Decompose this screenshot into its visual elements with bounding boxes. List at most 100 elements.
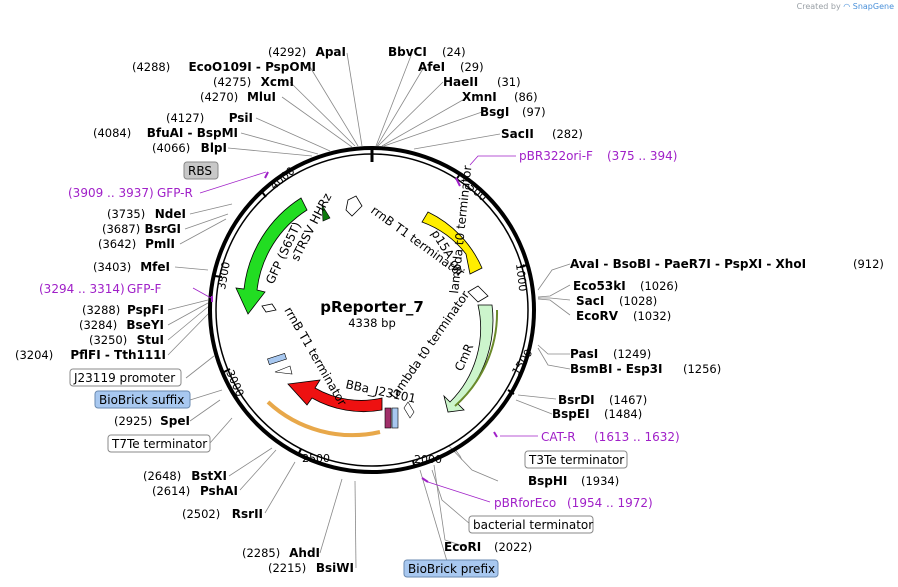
enzyme-name[interactable]: ApaI (316, 45, 346, 59)
enzyme-name[interactable]: BsmBI - Esp3I (570, 362, 662, 376)
enzyme-pos: (2215) (268, 561, 306, 575)
enzyme-pos: (1028) (619, 294, 657, 308)
enzyme-pos: (3403) (93, 260, 131, 274)
enzyme-name[interactable]: BspHI (528, 474, 567, 488)
enzyme-name[interactable]: AfeI (418, 60, 445, 74)
rbs-box[interactable] (183, 161, 219, 180)
enzyme-pos: (4066) (152, 141, 190, 155)
enzyme-pos: (1249) (613, 347, 651, 361)
enzyme-pos: (29) (460, 60, 484, 74)
enzyme-name[interactable]: BsgI (480, 105, 509, 119)
enzyme-name[interactable]: EcoRV (576, 309, 619, 323)
t7te-box[interactable] (107, 434, 211, 453)
enzyme-name[interactable]: BsrGI (144, 222, 181, 236)
enzyme-name[interactable]: PspFI (127, 303, 164, 317)
primer-name[interactable]: GFP-R (157, 186, 193, 200)
leader-lines (167, 52, 571, 569)
t3te-icon (403, 401, 415, 419)
enzyme-pos: (2925) (114, 414, 152, 428)
primer-name[interactable]: pBR322ori-F (519, 149, 593, 163)
primer-name[interactable]: CAT-R (541, 430, 576, 444)
enzyme-pos: (4270) (200, 90, 238, 104)
enzyme-name[interactable]: PasI (570, 347, 598, 361)
enzyme-name[interactable]: BspEI (552, 407, 590, 421)
enzyme-name[interactable]: HaeII (443, 75, 478, 89)
enzyme-pos: (97) (522, 105, 546, 119)
enzyme-name[interactable]: BsiWI (316, 561, 354, 575)
primer-name[interactable]: pBRforEco (494, 496, 556, 510)
enzyme-name[interactable]: PshAI (200, 484, 238, 498)
biobrick-suffix-box[interactable] (94, 390, 191, 409)
plasmid-size: 4338 bp (348, 316, 396, 330)
enzyme-name[interactable]: XmnI (462, 90, 497, 104)
enzyme-name[interactable]: BseYI (126, 318, 164, 332)
primer-name[interactable]: GFP-F (127, 282, 162, 296)
enzyme-pos: (1467) (609, 393, 647, 407)
rrnb-term-left-icon (261, 303, 277, 313)
lambda-term-icon (467, 285, 489, 303)
t3te-box[interactable] (524, 450, 628, 469)
tick-label-2000: 2000 (414, 453, 442, 466)
primer-range: (3294 .. 3314) (39, 282, 125, 296)
enzyme-name[interactable]: SacII (501, 127, 534, 141)
enzyme-name[interactable]: AhdI (289, 546, 320, 560)
credit-brand: SnapGene (852, 2, 894, 11)
enzyme-pos: (3284) (79, 318, 117, 332)
credit-text: Created by (796, 2, 841, 11)
enzyme-name[interactable]: StuI (137, 333, 164, 347)
j23119-label: J23119 promoter (73, 371, 175, 385)
tick-label-2500: 2500 (302, 452, 330, 465)
primer-labels: pBR322ori-F (375 .. 394) (3909 .. 3937) … (39, 149, 680, 510)
enzyme-name[interactable]: AvaI - BsoBI - PaeR7I - PspXI - XhoI (570, 257, 806, 271)
plasmid-name: pReporter_7 (320, 298, 424, 316)
snapgene-logo: ◠ (843, 2, 851, 11)
enzyme-name[interactable]: BsrDI (558, 393, 595, 407)
enzyme-pos: (86) (514, 90, 538, 104)
cmr-orf-arrow (454, 309, 499, 407)
enzyme-pos: (3735) (107, 207, 145, 221)
enzyme-name[interactable]: EcoRI (444, 540, 481, 554)
enzyme-name[interactable]: RsrII (232, 507, 263, 521)
enzyme-name[interactable]: MfeI (140, 260, 170, 274)
tick-3000 (223, 368, 231, 373)
primer-range: (1613 .. 1632) (594, 430, 680, 444)
primer-leaders (192, 155, 538, 503)
bba-promoter (384, 407, 392, 429)
enzyme-labels-right: BbvCI (24) AfeI (29) HaeII (31) XmnI (86… (388, 45, 884, 554)
bacterial-terminator-box[interactable] (468, 515, 594, 534)
biobrick-prefix-mark (391, 407, 399, 429)
enzyme-pos: (4127) (166, 111, 204, 125)
rbs-label: RBS (188, 164, 212, 178)
t7te-label: T7Te terminator (111, 437, 207, 451)
enzyme-name[interactable]: BfuAI - BspMI (147, 126, 238, 140)
enzyme-name[interactable]: PmlI (145, 237, 175, 251)
enzyme-name[interactable]: Eco53kI (573, 279, 626, 293)
enzyme-name[interactable]: PsiI (229, 111, 253, 125)
enzyme-name[interactable]: MluI (247, 90, 276, 104)
tick-1500 (507, 389, 515, 395)
enzyme-pos: (1484) (604, 407, 642, 421)
enzyme-name[interactable]: PflFI - Tth111I (70, 348, 166, 362)
enzyme-pos: (2502) (182, 507, 220, 521)
enzyme-pos: (2614) (152, 484, 190, 498)
enzyme-name[interactable]: SacI (576, 294, 604, 308)
enzyme-name[interactable]: NdeI (155, 207, 186, 221)
enzyme-name[interactable]: EcoO109I - PspOMI (188, 60, 316, 74)
primer-range: (375 .. 394) (607, 149, 677, 163)
tick-label-3500: 3500 (215, 261, 233, 291)
enzyme-name[interactable]: XcmI (261, 75, 294, 89)
boxed-feature-labels: RBS J23119 promoter BioBrick suffix T7Te… (69, 161, 628, 578)
enzyme-name[interactable]: BbvCI (388, 45, 427, 59)
biobrick-prefix-box[interactable] (403, 559, 499, 578)
enzyme-name[interactable]: BlpI (201, 141, 227, 155)
enzyme-pos: (1934) (581, 474, 619, 488)
enzyme-pos: (912) (853, 257, 884, 271)
enzyme-pos: (3687) (102, 222, 140, 236)
tick-4000 (261, 191, 267, 198)
enzyme-name[interactable]: BstXI (191, 469, 227, 483)
j23119-box[interactable] (69, 368, 182, 387)
biobrick-prefix-label: BioBrick prefix (408, 562, 495, 576)
enzyme-name[interactable]: SpeI (160, 414, 190, 428)
tick-3500 (214, 275, 223, 278)
enzyme-pos: (3250) (89, 333, 127, 347)
